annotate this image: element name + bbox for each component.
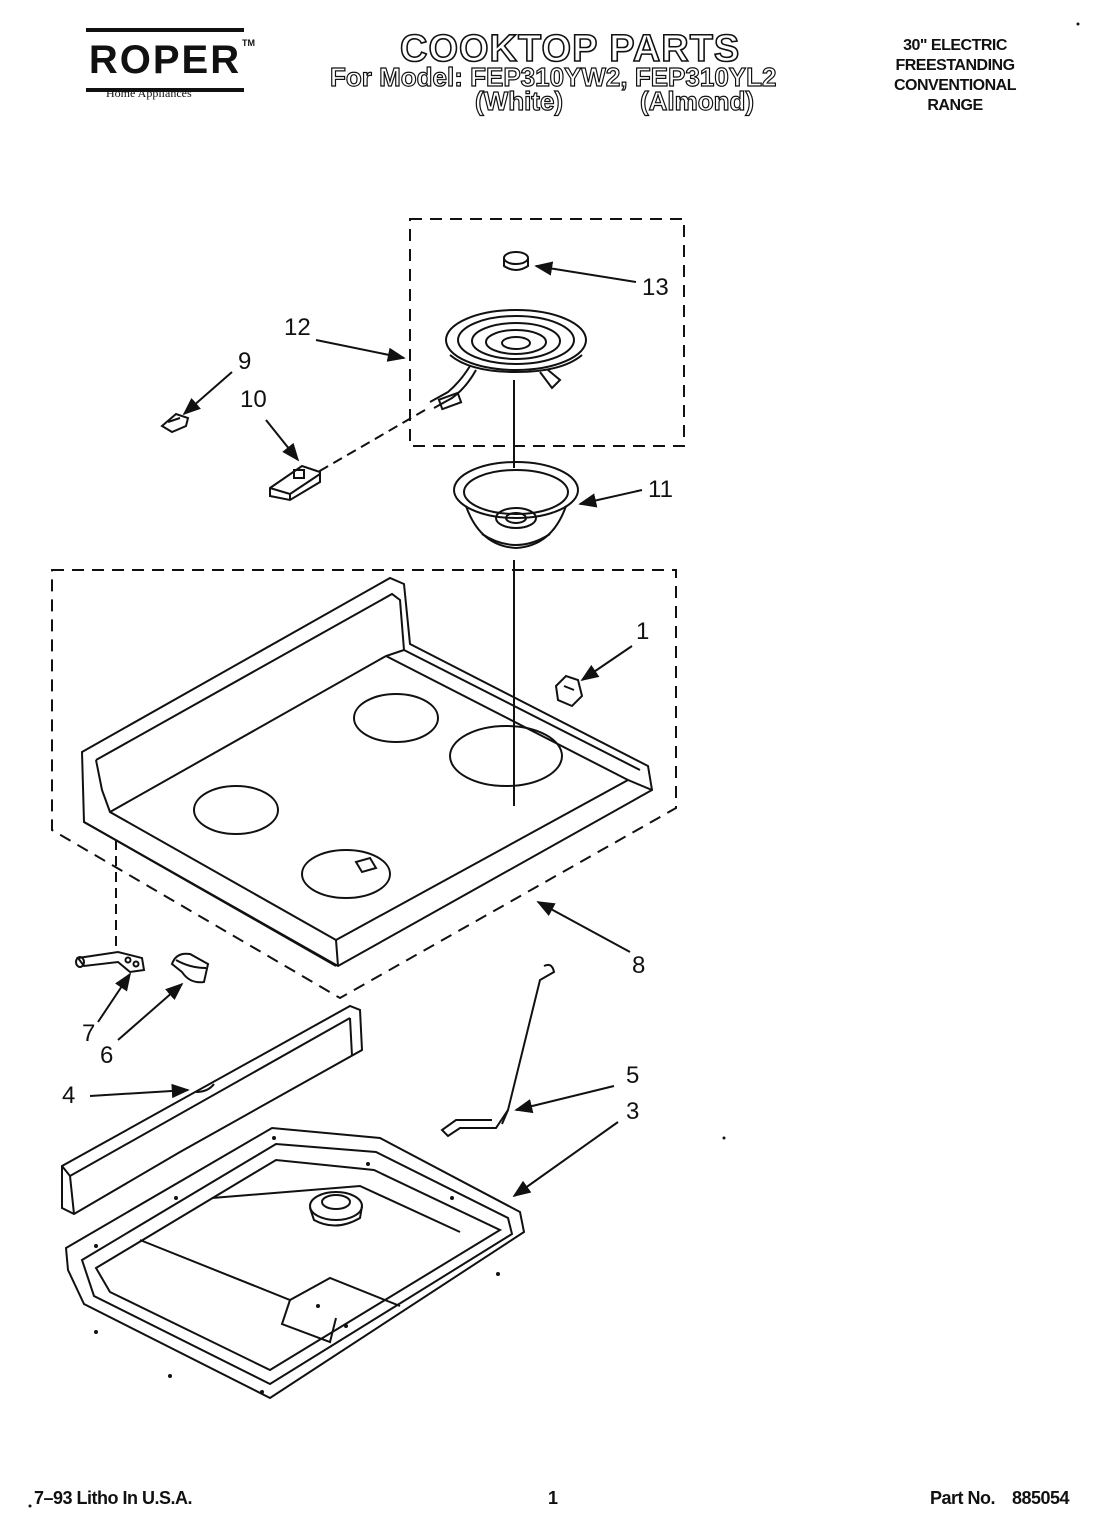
callout-11: 11 — [648, 476, 673, 503]
range-type-line: FREESTANDING — [895, 57, 1015, 74]
element-cap-part — [503, 251, 529, 271]
brand-subtitle: Home Appliances — [106, 86, 192, 100]
clip-part — [160, 412, 190, 434]
leader-3 — [512, 1121, 619, 1198]
leader-13 — [534, 261, 637, 283]
leader-11 — [578, 489, 643, 508]
callout-13: 13 — [642, 274, 669, 301]
callout-5: 5 — [626, 1062, 640, 1089]
leader-6 — [117, 982, 184, 1041]
terminal-block-part — [269, 464, 321, 502]
part-number: 885054 — [1012, 1488, 1070, 1508]
callout-6: 6 — [100, 1042, 114, 1069]
cooktop-part — [80, 576, 654, 968]
callout-9: 9 — [238, 348, 252, 375]
sleeve-part — [170, 952, 210, 984]
range-type-line: 30" ELECTRIC — [903, 37, 1007, 54]
cooktop-clip-part — [554, 674, 584, 708]
callout-3: 3 — [626, 1098, 640, 1125]
leader-5 — [514, 1085, 615, 1114]
page-number: 1 — [548, 1488, 558, 1508]
leader-7 — [97, 972, 131, 1023]
rod-part — [440, 963, 556, 1138]
litho-note: 7–93 Litho In U.S.A. — [34, 1488, 193, 1508]
bottom-pan-part — [64, 1126, 526, 1400]
color-white: (White) — [474, 86, 564, 116]
callout-12: 12 — [284, 314, 311, 341]
drip-bowl-part — [453, 461, 579, 550]
range-type: 30" ELECTRIC FREESTANDING CONVENTIONAL R… — [870, 36, 1040, 116]
element-assembly-box — [409, 218, 685, 447]
bracket-part — [75, 950, 146, 974]
callout-8: 8 — [632, 952, 646, 979]
model-line: For Model: FEP310YW2, FEP310YL2 — [329, 62, 777, 92]
part-no-label: Part No. — [930, 1488, 996, 1508]
leader-8 — [536, 901, 631, 953]
range-type-line: CONVENTIONAL — [894, 77, 1017, 94]
leader-12 — [315, 339, 406, 362]
roper-logo: ROPER — [86, 28, 244, 92]
leader-4 — [89, 1083, 190, 1099]
callout-4: 4 — [62, 1082, 76, 1109]
leader-9 — [182, 371, 233, 416]
color-almond: (Almond) — [639, 86, 755, 116]
brand-trademark: TM — [242, 38, 255, 48]
surface-element-part — [429, 309, 587, 411]
callout-10: 10 — [240, 386, 267, 413]
callout-1: 1 — [636, 618, 650, 645]
brand-name: ROPER — [88, 38, 242, 82]
cooktop-assembly-box — [51, 569, 677, 1000]
leader-1 — [580, 645, 633, 682]
callout-7: 7 — [82, 1020, 96, 1047]
rail-part — [61, 1004, 364, 1216]
page-title: COOKTOP PARTS — [399, 28, 741, 70]
leader-10 — [265, 419, 300, 462]
range-type-line: RANGE — [927, 97, 983, 114]
